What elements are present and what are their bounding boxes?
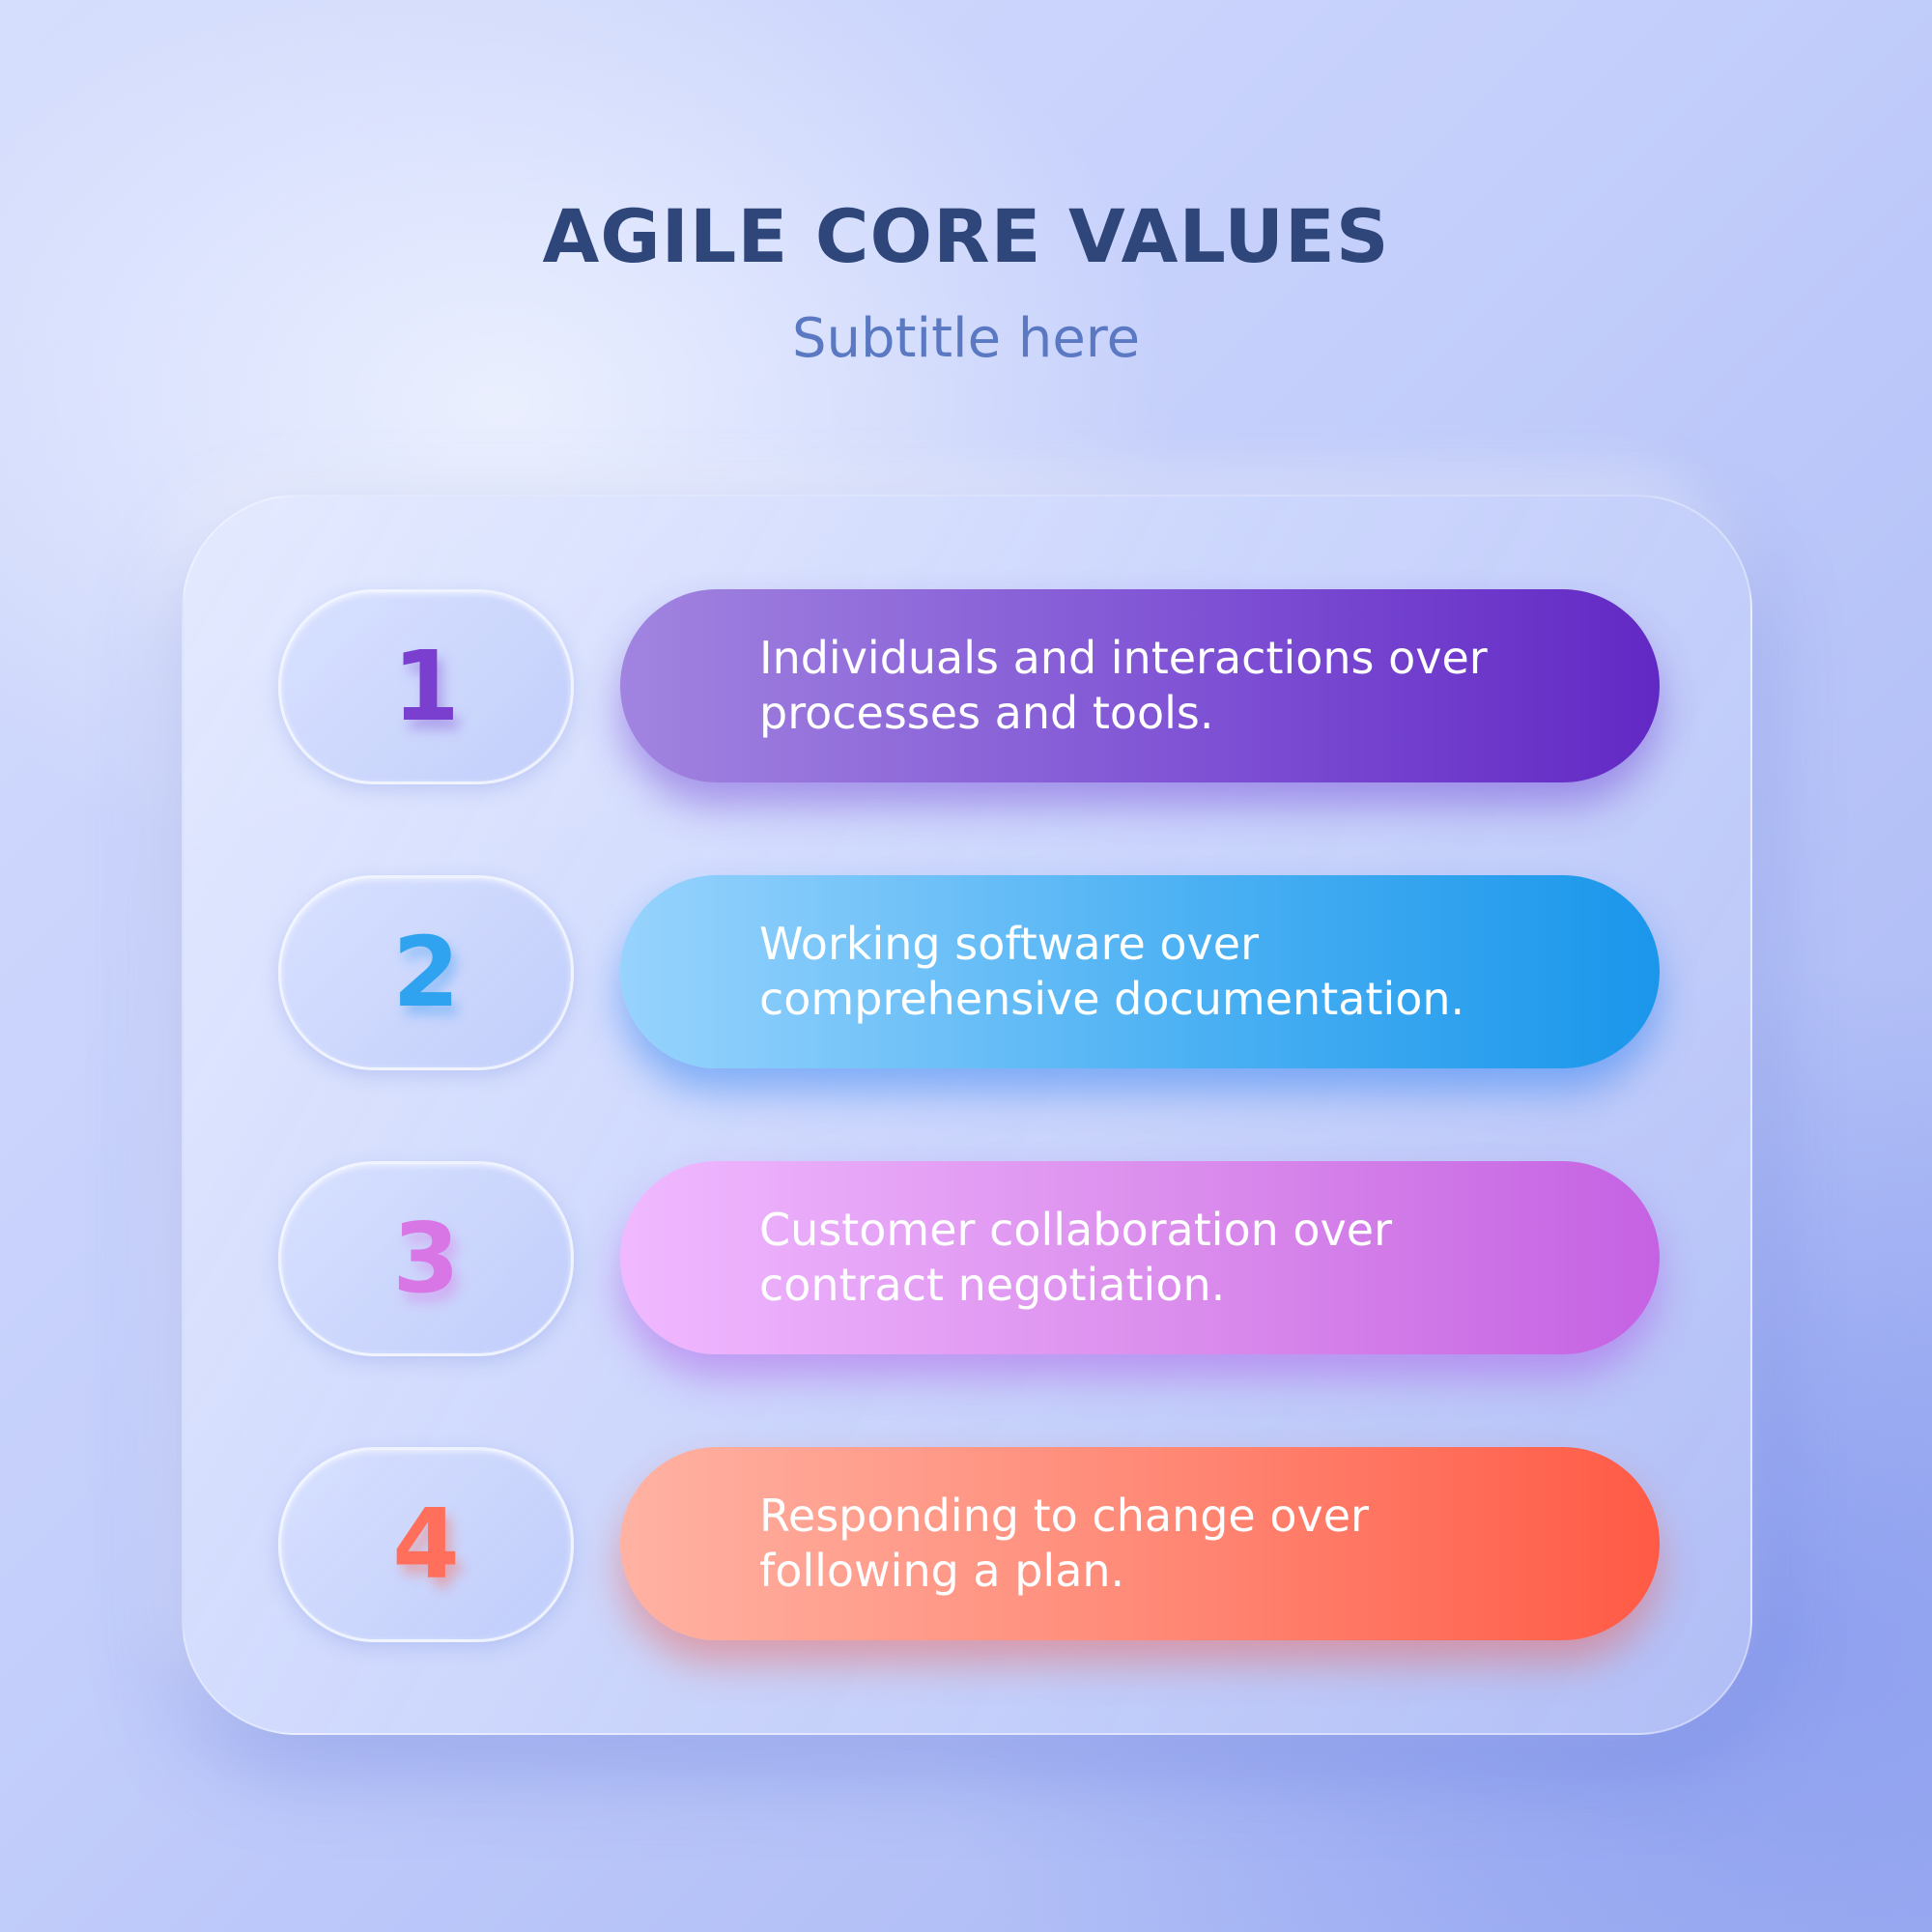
- value-bar-3: Customer collaboration over contract neg…: [620, 1161, 1660, 1354]
- value-bar-1: Individuals and interactions over proces…: [620, 589, 1660, 782]
- value-bar-2: Working software over comprehensive docu…: [620, 875, 1660, 1068]
- value-row-3: 3 Customer collaboration over contract n…: [184, 1161, 1750, 1356]
- value-number-2: 2: [392, 916, 460, 1029]
- values-panel: 1 Individuals and interactions over proc…: [182, 495, 1752, 1735]
- value-text-1: Individuals and interactions over proces…: [759, 632, 1488, 739]
- value-number-3: 3: [392, 1202, 460, 1315]
- value-text-4: Responding to change over following a pl…: [759, 1490, 1369, 1597]
- number-badge-1: 1: [278, 589, 574, 784]
- value-bar-4: Responding to change over following a pl…: [620, 1447, 1660, 1640]
- value-row-1: 1 Individuals and interactions over proc…: [184, 589, 1750, 784]
- value-text-3: Customer collaboration over contract neg…: [759, 1204, 1393, 1311]
- value-row-4: 4 Responding to change over following a …: [184, 1447, 1750, 1642]
- value-text-2: Working software over comprehensive docu…: [759, 918, 1465, 1025]
- value-number-4: 4: [392, 1488, 460, 1601]
- number-badge-3: 3: [278, 1161, 574, 1356]
- number-badge-2: 2: [278, 875, 574, 1070]
- value-number-1: 1: [392, 630, 460, 743]
- value-row-2: 2 Working software over comprehensive do…: [184, 875, 1750, 1070]
- number-badge-4: 4: [278, 1447, 574, 1642]
- page-title: AGILE CORE VALUES: [542, 193, 1390, 279]
- page-subtitle: Subtitle here: [791, 307, 1141, 370]
